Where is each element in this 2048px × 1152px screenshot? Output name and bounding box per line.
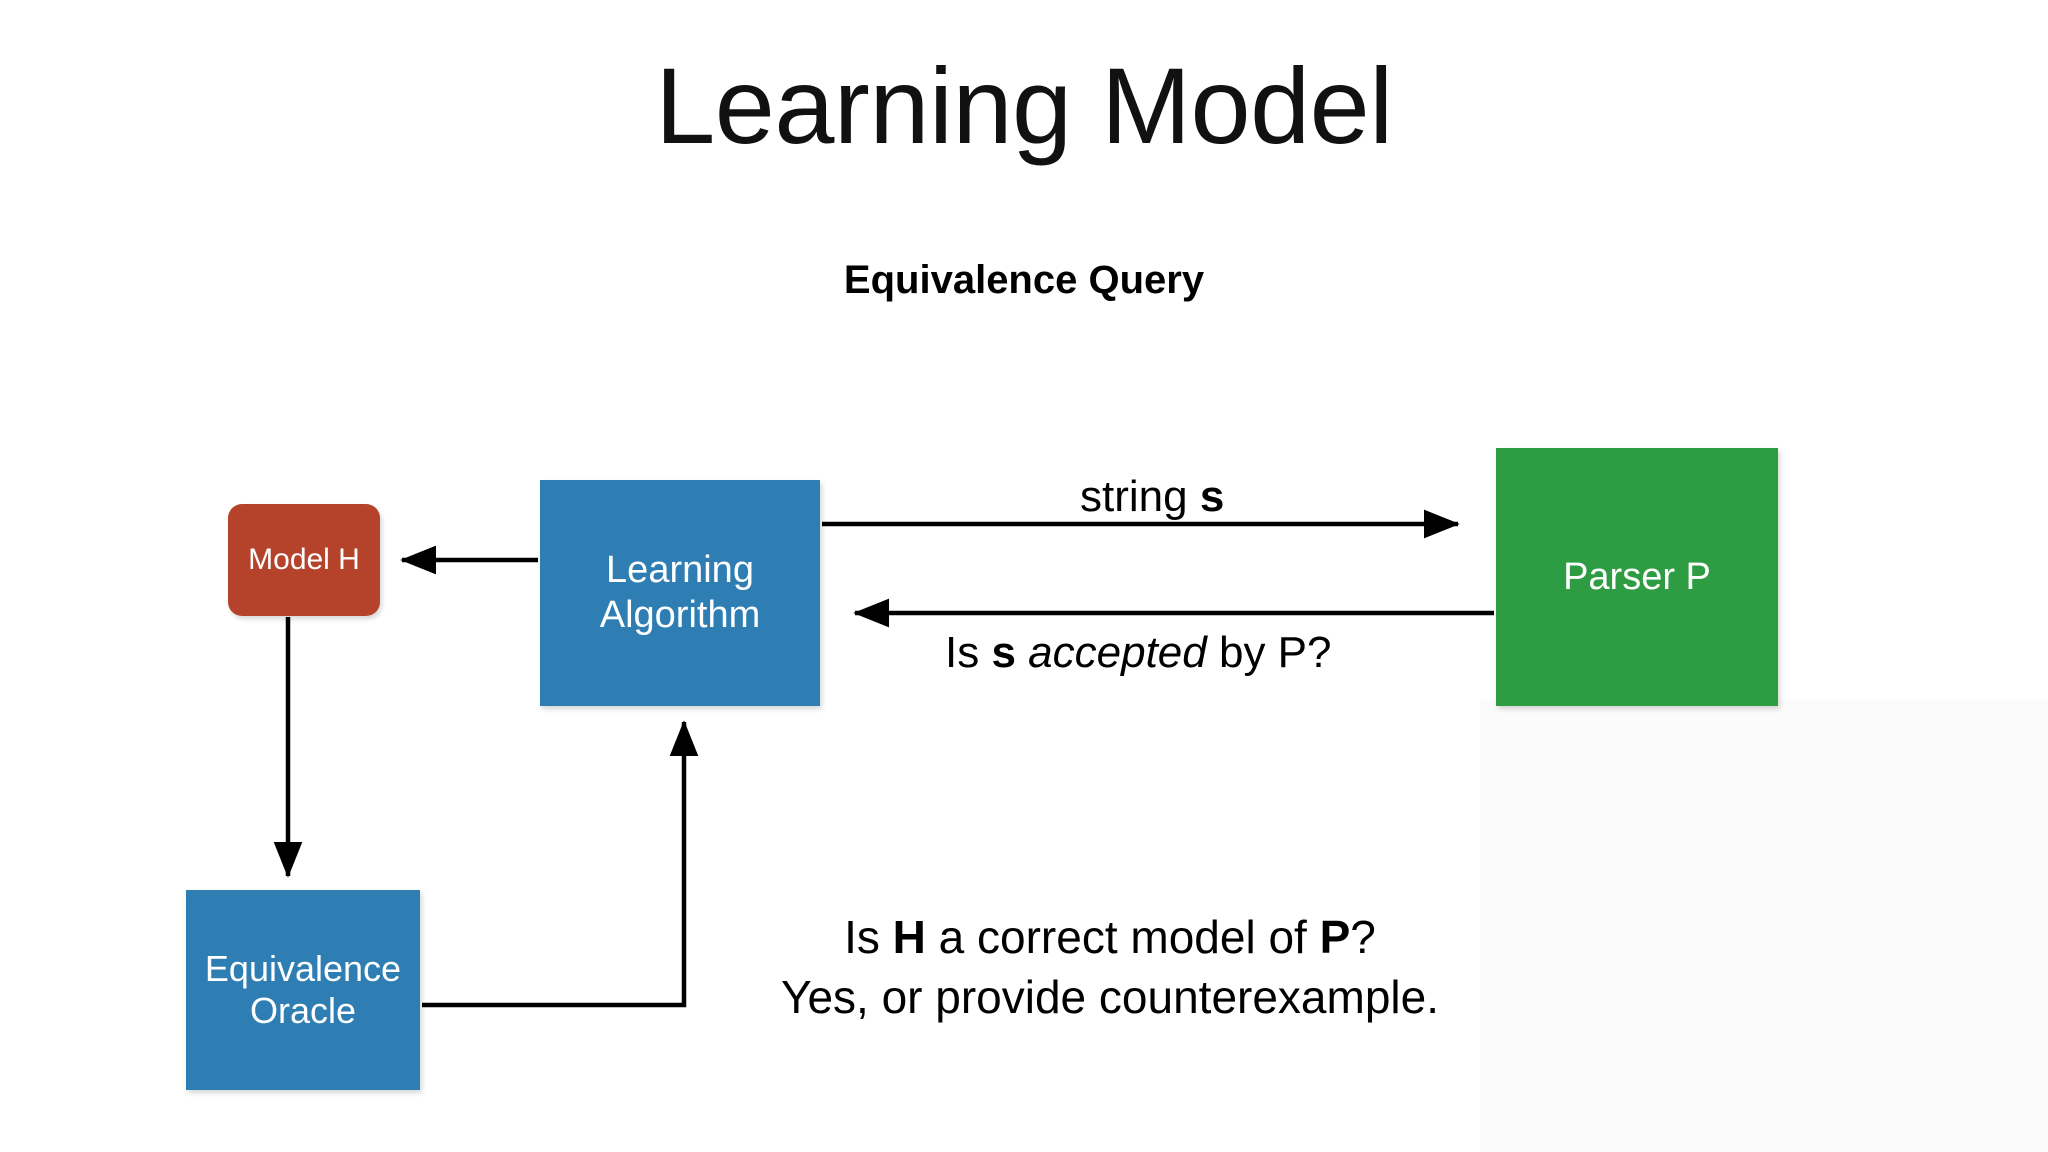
caption-line-1: Is H a correct model of P? [700, 908, 1520, 968]
node-parser-p-label: Parser P [1563, 555, 1711, 598]
edge-label-membership-query: string s [1080, 472, 1224, 522]
node-equivalence-oracle-label-line2: Oracle [249, 990, 356, 1031]
node-equivalence-oracle-label-line1: Equivalence [204, 947, 402, 989]
slide-subtitle: Equivalence Query [843, 258, 1205, 302]
node-model-h-label: Model H [248, 543, 360, 577]
caption-line1-part2: a correct model of [925, 911, 1320, 963]
node-learning-algorithm-label-line2: Algorithm [599, 594, 761, 636]
node-learning-algorithm-label: Learning Algorithm [600, 548, 761, 638]
arrow-oracle-to-algorithm [422, 720, 699, 1008]
caption-line1-bold-p: P [1319, 911, 1351, 963]
background-tint-panel [1480, 700, 2048, 1152]
edge-label-answer-part1: Is [945, 628, 992, 677]
edge-label-membership-answer: Is s accepted by P? [945, 628, 1332, 678]
edge-label-answer-part2: by P? [1206, 628, 1332, 677]
edge-label-string-prefix: string [1080, 472, 1200, 521]
node-model-h[interactable]: Model H [228, 504, 380, 616]
edge-label-answer-accepted: accepted [1028, 628, 1207, 677]
caption-line1-part3: ? [1350, 911, 1376, 963]
node-learning-algorithm-label-line1: Learning [606, 549, 754, 592]
caption-line-2: Yes, or provide counterexample. [780, 970, 1439, 1023]
page-title: Learning Model [655, 45, 1393, 166]
edge-label-answer-symbol: s [991, 628, 1016, 677]
equivalence-query-caption: Is H a correct model of P? Yes, or provi… [700, 908, 1520, 1028]
caption-line1-part1: Is [844, 911, 893, 963]
node-learning-algorithm[interactable]: Learning Algorithm [540, 480, 820, 706]
edge-label-string-symbol: s [1199, 472, 1225, 521]
node-equivalence-oracle-label: Equivalence Oracle [205, 948, 401, 1033]
node-parser-p[interactable]: Parser P [1496, 448, 1778, 706]
caption-line1-bold-h: H [892, 911, 926, 963]
node-equivalence-oracle[interactable]: Equivalence Oracle [186, 890, 420, 1090]
edge-label-answer-space [1016, 628, 1028, 677]
